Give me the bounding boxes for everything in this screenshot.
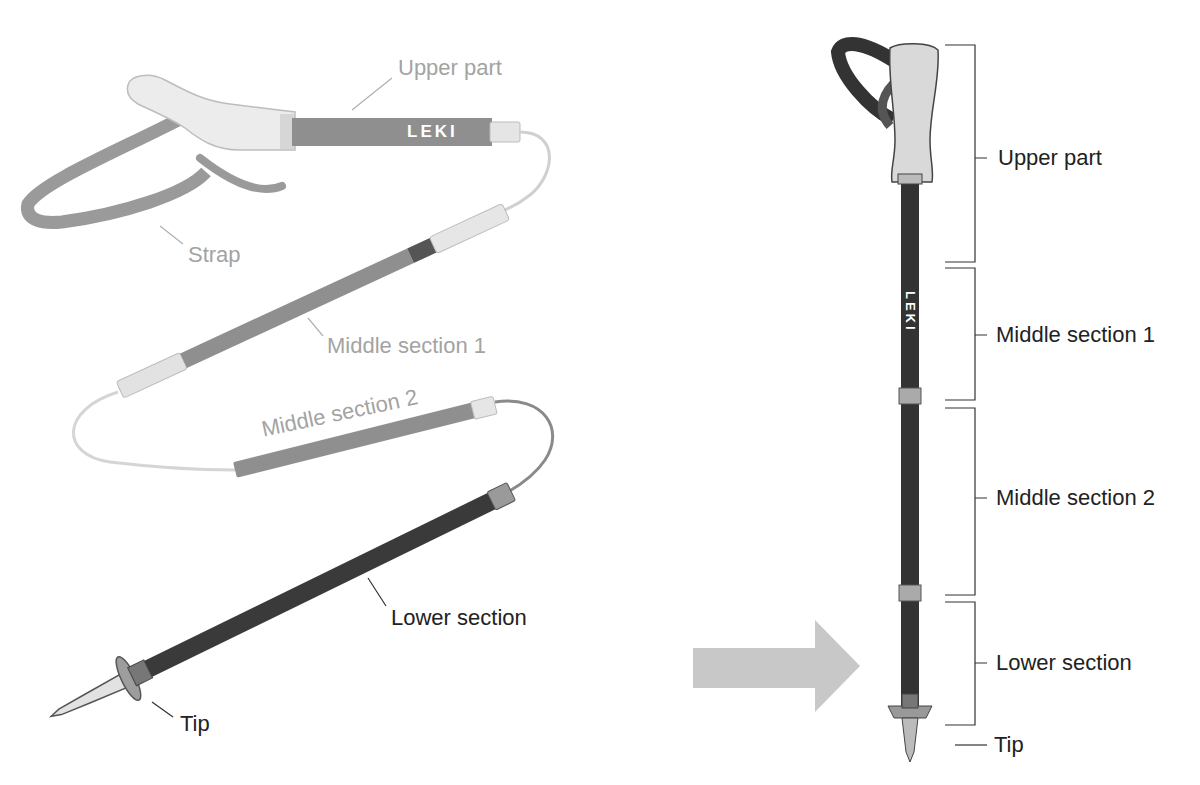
part-label: Lower section bbox=[391, 605, 527, 631]
connecting-cord bbox=[495, 401, 553, 492]
section-brackets bbox=[945, 45, 987, 745]
strap-shape bbox=[27, 118, 206, 222]
part-label: Upper part bbox=[998, 145, 1102, 171]
upper-shaft bbox=[292, 118, 492, 146]
connecting-cord bbox=[505, 132, 549, 210]
brand-logo: LEKI bbox=[407, 122, 458, 142]
strap-shape bbox=[838, 44, 896, 120]
grip-collar bbox=[898, 174, 922, 184]
part-label: Strap bbox=[188, 242, 241, 268]
connecting-cord bbox=[73, 392, 235, 470]
lower-section-tube bbox=[41, 470, 522, 738]
part-label: Upper part bbox=[398, 55, 502, 81]
section-ferrule bbox=[899, 585, 921, 601]
tip-ferrule bbox=[902, 694, 918, 708]
assembly-arrow bbox=[693, 620, 860, 712]
part-label: Lower section bbox=[996, 650, 1132, 676]
grip-shape bbox=[890, 44, 939, 182]
grip-shape bbox=[127, 75, 295, 150]
tip-shape bbox=[902, 718, 918, 762]
leader-lines bbox=[160, 78, 392, 336]
part-label: Middle section 1 bbox=[327, 333, 486, 359]
pole-shaft bbox=[901, 178, 919, 708]
leader-lines bbox=[152, 578, 386, 717]
part-label: Middle section 1 bbox=[996, 322, 1155, 348]
middle-section-1-tube bbox=[116, 204, 509, 399]
grip-collar bbox=[280, 114, 294, 149]
part-label: Tip bbox=[180, 711, 210, 737]
part-label: Middle section 2 bbox=[996, 485, 1155, 511]
part-label: Tip bbox=[994, 732, 1024, 758]
shaft-cap bbox=[490, 122, 520, 142]
strap-tail bbox=[200, 158, 282, 189]
section-ferrule bbox=[899, 388, 921, 404]
brand-logo: LEKI bbox=[902, 291, 918, 333]
